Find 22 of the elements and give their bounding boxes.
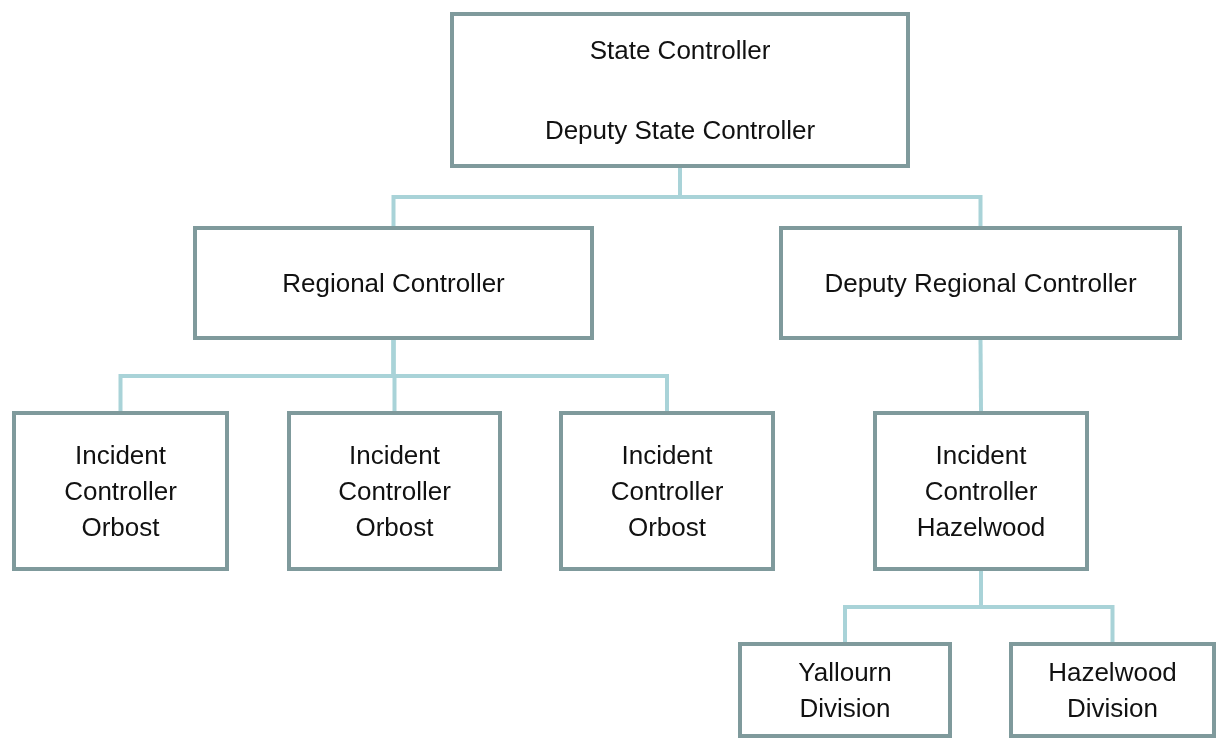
connector-line [978, 340, 983, 411]
role-box [738, 642, 952, 738]
role-title: Incident Controller Hazelwood [915, 439, 1047, 544]
role-box [287, 411, 502, 571]
role-title: Incident Controller Orbost [609, 439, 725, 544]
role-box [779, 226, 1182, 340]
role-box [193, 226, 594, 340]
role-title: Deputy State Controller [544, 114, 816, 147]
role-title: State Controller [589, 34, 771, 67]
role-title: Hazelwood Division [1047, 656, 1178, 725]
role-title: Incident Controller Orbost [337, 439, 452, 544]
role-box [559, 411, 775, 571]
role-title: Yallourn Division [797, 656, 893, 725]
role-title: Deputy Regional Controller [824, 267, 1137, 300]
role-title: Regional Controller [282, 267, 505, 300]
role-title: Incident Controller Orbost [63, 439, 178, 544]
role-box [1009, 642, 1216, 738]
connector-line [391, 340, 669, 411]
role-box [12, 411, 229, 571]
role-box [450, 12, 910, 168]
connector-line [979, 571, 1115, 642]
role-box [873, 411, 1089, 571]
